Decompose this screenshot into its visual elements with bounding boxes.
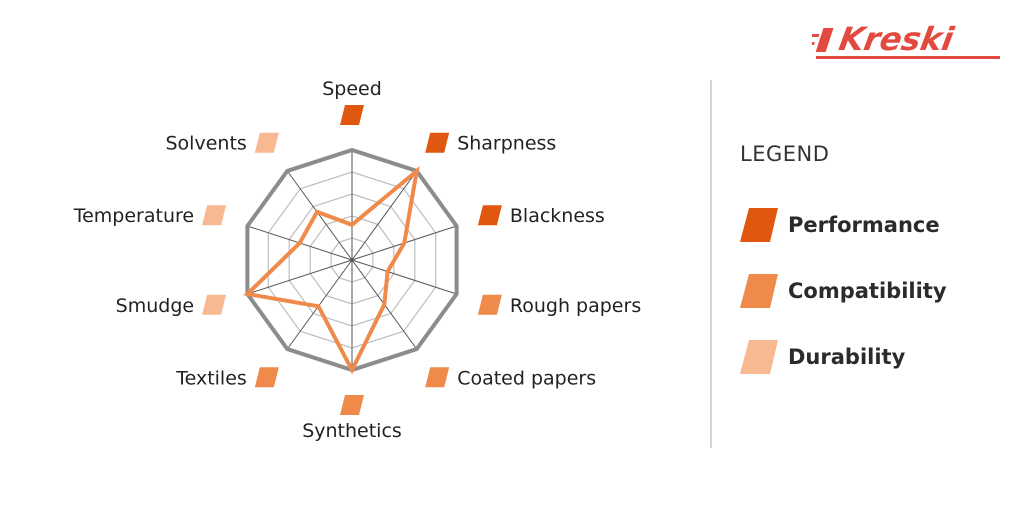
legend-title: LEGEND [740,142,830,166]
axis-label: Synthetics [302,420,402,442]
radar-spoke [286,170,353,261]
radar-spoke [247,259,353,295]
logo-bar [815,28,834,52]
axis-marker-icon [254,367,279,388]
axis-marker-icon [340,105,364,125]
legend-swatch-shape [740,208,778,242]
axis-label: Rough papers [510,295,641,317]
legend-label: Performance [788,213,940,237]
legend-label: Durability [788,345,906,369]
legend-swatch-icon [740,274,778,308]
legend-label: Compatibility [788,279,947,303]
radar-spoke [351,170,418,261]
legend-swatch-icon [740,340,778,374]
legend-divider [710,80,712,448]
axis-marker-icon [425,132,450,153]
legend-swatch-icon [740,208,778,242]
axis-marker-icon [477,205,502,226]
axis-label: Solvents [166,133,247,155]
legend-item-durability: Durability [740,324,947,390]
axis-marker-icon [340,395,364,415]
axis-marker-icon [254,132,279,153]
axis-label: Blackness [510,205,605,227]
axis-label: Sharpness [457,133,556,155]
legend-swatch-shape [740,274,778,308]
axis-label: Smudge [116,295,194,317]
axis-marker-icon [202,294,227,315]
legend-item-performance: Performance [740,192,947,258]
kreski-logo: Kreski [812,20,1000,59]
axis-label: Speed [322,78,382,100]
axis-label: Temperature [73,205,194,227]
radar-spoke [351,259,457,295]
logo-wordmark: Kreski [836,20,957,58]
logo-underline [816,56,1000,59]
legend: LEGEND Performance Compatibility Durabil… [740,142,947,390]
axis-marker-icon [477,294,502,315]
axis-label: Coated papers [457,367,596,389]
axis-label: Textiles [175,367,247,389]
axis-marker-icon [425,367,450,388]
logo-bar [812,42,815,45]
legend-swatch-shape [740,340,778,374]
logo-bar [812,34,820,37]
legend-item-compatibility: Compatibility [740,258,947,324]
axis-marker-icon [202,205,227,226]
radar-data-polygon [243,165,420,375]
